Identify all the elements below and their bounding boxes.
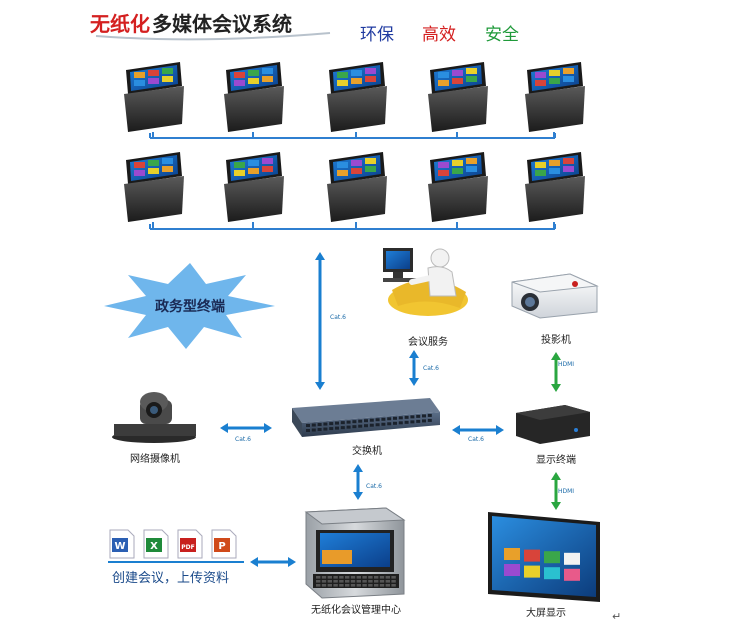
link-label-bigscreen-hdmi: HDMI [558, 488, 574, 495]
arrow-service-switch [409, 350, 419, 386]
conference-service-icon [383, 248, 468, 316]
file-icon-letter: P [218, 541, 225, 552]
arrow-projector-display [551, 352, 561, 392]
terminal-unit [525, 152, 585, 228]
link-label-management: Cat.6 [366, 483, 382, 490]
tag-efficient: 高效 [422, 25, 456, 45]
management-center-icon [304, 507, 406, 599]
excel-icon: X [143, 529, 169, 559]
file-icon-letter: PDF [181, 544, 194, 551]
title-underline [95, 32, 331, 41]
network-camera-icon [112, 392, 196, 443]
terminal-unit [428, 62, 488, 138]
title-part2: 多媒体会议系统 [152, 12, 292, 36]
management-center-label: 无纸化会议管理中心 [311, 603, 401, 616]
word-icon: W [109, 529, 135, 559]
projector-label: 投影机 [541, 333, 571, 346]
arrow-display-bigscreen [551, 472, 561, 510]
conference-service-label: 会议服务 [408, 335, 448, 348]
terminal-unit [327, 62, 387, 138]
return-mark: ↵ [612, 610, 621, 623]
terminal-unit [525, 62, 585, 138]
big-screen-icon [488, 512, 600, 602]
arrow-camera-switch [220, 423, 272, 433]
file-icon-letter: X [150, 541, 158, 552]
file-icon-row: W X PDF P [109, 529, 237, 559]
terminal-bus-row-2 [149, 224, 556, 230]
tag-secure: 安全 [485, 25, 519, 45]
switch-label: 交换机 [352, 444, 382, 457]
upload-label: 创建会议，上传资料 [112, 571, 229, 586]
display-terminal-label: 显示终端 [536, 453, 576, 466]
link-label-projector-hdmi: HDMI [558, 361, 574, 368]
display-terminal-icon [516, 405, 590, 444]
terminal-grid [124, 62, 585, 228]
tag-list: 环保 高效 安全 [360, 25, 519, 45]
arrow-upload-management [250, 557, 296, 567]
starburst-shape [104, 263, 275, 349]
arrow-switch-management [353, 464, 363, 500]
switch-icon [292, 398, 440, 437]
terminal-bus-row-1 [149, 133, 556, 139]
connection-arrows [220, 252, 561, 567]
link-label-bus: Cat.6 [330, 314, 346, 321]
terminal-unit [124, 62, 184, 138]
starburst-badge: 政务型终端 [104, 263, 275, 349]
title-part1: 无纸化 [90, 12, 150, 36]
starburst-label: 政务型终端 [155, 298, 225, 315]
terminal-unit [124, 152, 184, 228]
terminal-unit [224, 62, 284, 138]
terminal-unit [224, 152, 284, 228]
arrow-bus-switch [315, 252, 325, 390]
link-labels: Cat.6 Cat.6 Cat.6 Cat.6 Cat.6 HDMI HDMI [235, 314, 574, 495]
big-screen-label: 大屏显示 [526, 606, 566, 619]
link-label-camera: Cat.6 [235, 436, 251, 443]
terminal-unit [327, 152, 387, 228]
projector-icon [511, 273, 599, 319]
link-label-display: Cat.6 [468, 436, 484, 443]
link-label-service: Cat.6 [423, 365, 439, 372]
keyboard-keys [316, 576, 396, 587]
powerpoint-icon: P [211, 529, 237, 559]
arrow-switch-display [452, 425, 504, 435]
terminal-unit [428, 152, 488, 228]
pdf-icon: PDF [177, 529, 203, 559]
title: 无纸化 多媒体会议系统 [90, 12, 331, 41]
switch-ports [306, 413, 432, 432]
network-camera-label: 网络摄像机 [130, 452, 180, 465]
file-icon-letter: W [114, 541, 125, 552]
tag-eco: 环保 [360, 25, 394, 45]
big-screen-tiles [504, 548, 580, 581]
